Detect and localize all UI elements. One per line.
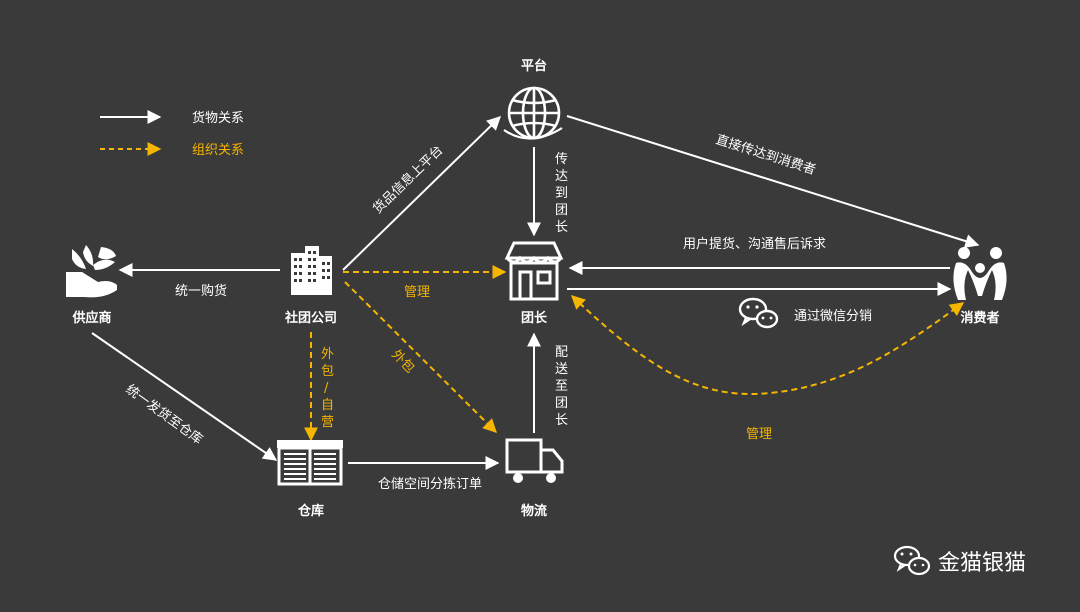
globe-icon (503, 86, 563, 140)
family-icon (953, 247, 1007, 300)
org-edges (304, 265, 965, 442)
edge-labels: 货品信息上平台 直接传达到消费者 用户提货、沟通售后诉求 统一购货 管理 外包 … (123, 132, 872, 492)
label-company-logistics: 外包 (388, 347, 417, 376)
node-consumer: 消费者 (953, 247, 1007, 326)
goods-edges (91, 115, 980, 470)
label-platform-leader-char: 长 (555, 220, 568, 235)
label-platform-leader-char: 到 (555, 186, 568, 201)
label-logistics-leader-char: 团 (555, 396, 568, 411)
label-logistics-leader-char: 长 (555, 413, 568, 428)
label-platform-leader-char: 团 (555, 203, 568, 218)
node-leader: 团长 (504, 241, 564, 326)
edge-supplier-warehouse (91, 332, 278, 461)
storefront-icon (504, 241, 564, 301)
truck-icon (505, 438, 564, 483)
node-consumer-label: 消费者 (960, 310, 999, 326)
node-supplier: 供应商 (66, 245, 117, 326)
wechat-icon (893, 545, 931, 576)
edge-leader-consumer-org (570, 295, 965, 395)
label-company-supplier: 统一购货 (175, 283, 227, 299)
label-company-warehouse-char: 营 (321, 415, 334, 430)
wechat-icon (738, 297, 779, 329)
legend-org-label: 组织关系 (192, 143, 244, 158)
plant-hand-icon (66, 245, 117, 298)
label-logistics-leader-char: 配 (555, 345, 568, 360)
label-leader-consumer-right: 通过微信分销 (794, 309, 872, 324)
legend: 货物关系 组织关系 (100, 110, 244, 158)
label-consumer-leader: 用户提货、沟通售后诉求 (683, 236, 826, 252)
node-platform-label: 平台 (521, 58, 547, 74)
node-warehouse: 仓库 (277, 440, 343, 519)
node-logistics-label: 物流 (521, 503, 547, 519)
edge-company-platform (342, 116, 502, 271)
edge-company-logistics-org (344, 281, 497, 433)
label-supplier-warehouse: 统一发货至仓库 (123, 381, 206, 447)
label-platform-leader-char: 达 (555, 169, 568, 184)
label-company-leader: 管理 (404, 285, 430, 300)
building-icon (291, 246, 332, 295)
label-logistics-leader-char: 至 (555, 379, 568, 394)
label-company-warehouse-char: 自 (321, 398, 334, 413)
node-logistics: 物流 (505, 438, 564, 519)
node-leader-label: 团长 (521, 310, 548, 326)
label-company-warehouse-char: 外 (321, 347, 334, 362)
label-company-warehouse-char: / (324, 381, 329, 396)
legend-goods-label: 货物关系 (192, 110, 244, 126)
watermark-text: 金猫银猫 (938, 551, 1026, 576)
label-logistics-leader-char: 送 (555, 362, 568, 377)
node-company: 社团公司 (284, 246, 337, 326)
label-logistics-leader: 配 送 至 团 长 (555, 345, 568, 428)
watermark: 金猫银猫 (893, 545, 1026, 576)
node-supplier-label: 供应商 (71, 310, 111, 326)
warehouse-icon (277, 440, 343, 486)
label-leader-consumer-manage: 管理 (746, 427, 772, 442)
label-company-warehouse: 外 包 / 自 营 (321, 347, 334, 430)
label-platform-consumer: 直接传达到消费者 (714, 132, 818, 179)
node-warehouse-label: 仓库 (297, 503, 324, 519)
label-warehouse-logistics: 仓储空间分拣订单 (378, 477, 482, 492)
edge-platform-consumer (566, 115, 980, 248)
label-platform-leader-char: 传 (555, 152, 568, 167)
label-company-warehouse-char: 包 (321, 364, 334, 379)
node-company-label: 社团公司 (284, 310, 337, 326)
label-platform-leader: 传 达 到 团 长 (555, 152, 568, 235)
node-platform: 平台 (503, 58, 563, 140)
